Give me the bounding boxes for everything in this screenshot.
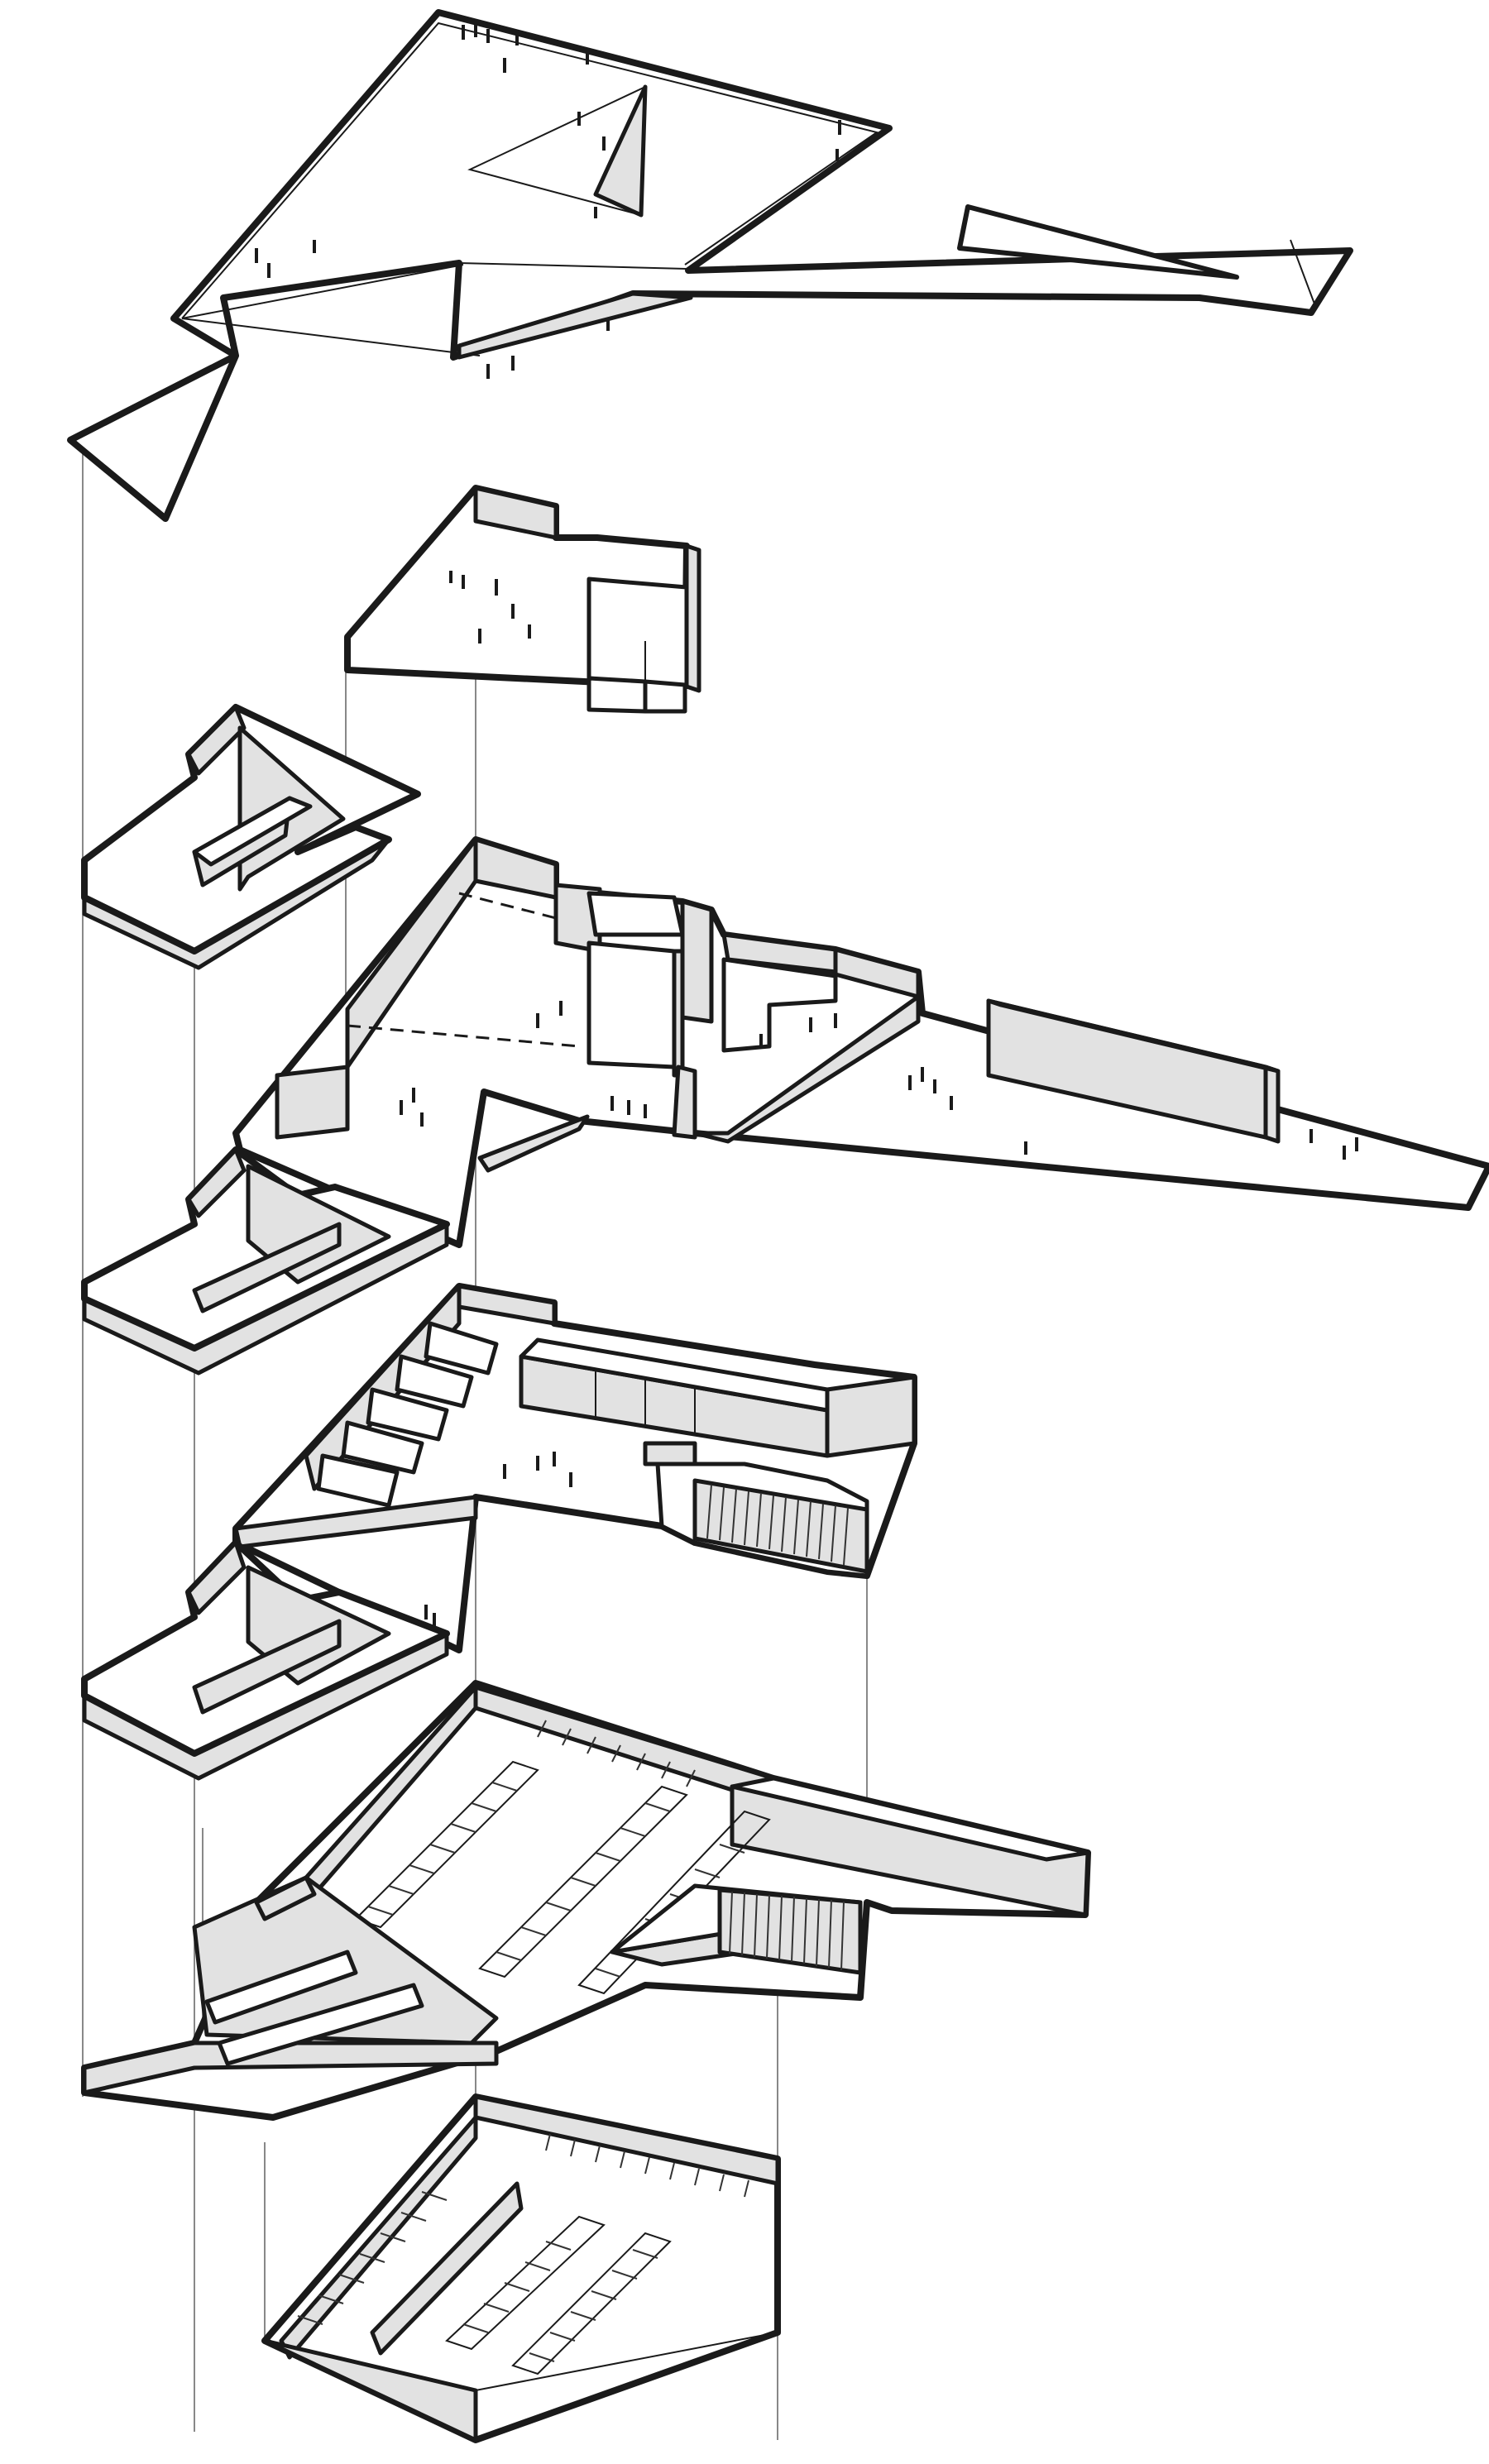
layer-tower-upper (81, 704, 421, 970)
layer-tower-lower (81, 1539, 450, 1781)
gallery-staircase (692, 1478, 869, 1574)
layer-plaza-level (232, 836, 1489, 1248)
layer-roof (67, 9, 1353, 522)
layer-parking-lower (261, 2093, 781, 2443)
lower-parking-stalls (297, 2133, 749, 2375)
plaza-tree-marks (400, 1001, 1358, 1160)
roof-tree-marks (230, 21, 841, 379)
layer-tower-mid (81, 1146, 450, 1376)
upper-parking-ramp (717, 1887, 863, 1975)
layer-gallery-level (232, 1283, 917, 1653)
layer-upper-box (344, 485, 701, 714)
upper-box-tree-marks (449, 571, 531, 644)
gallery-room-partitions (316, 1321, 499, 1508)
layer-parking-upper (81, 1680, 1091, 2121)
